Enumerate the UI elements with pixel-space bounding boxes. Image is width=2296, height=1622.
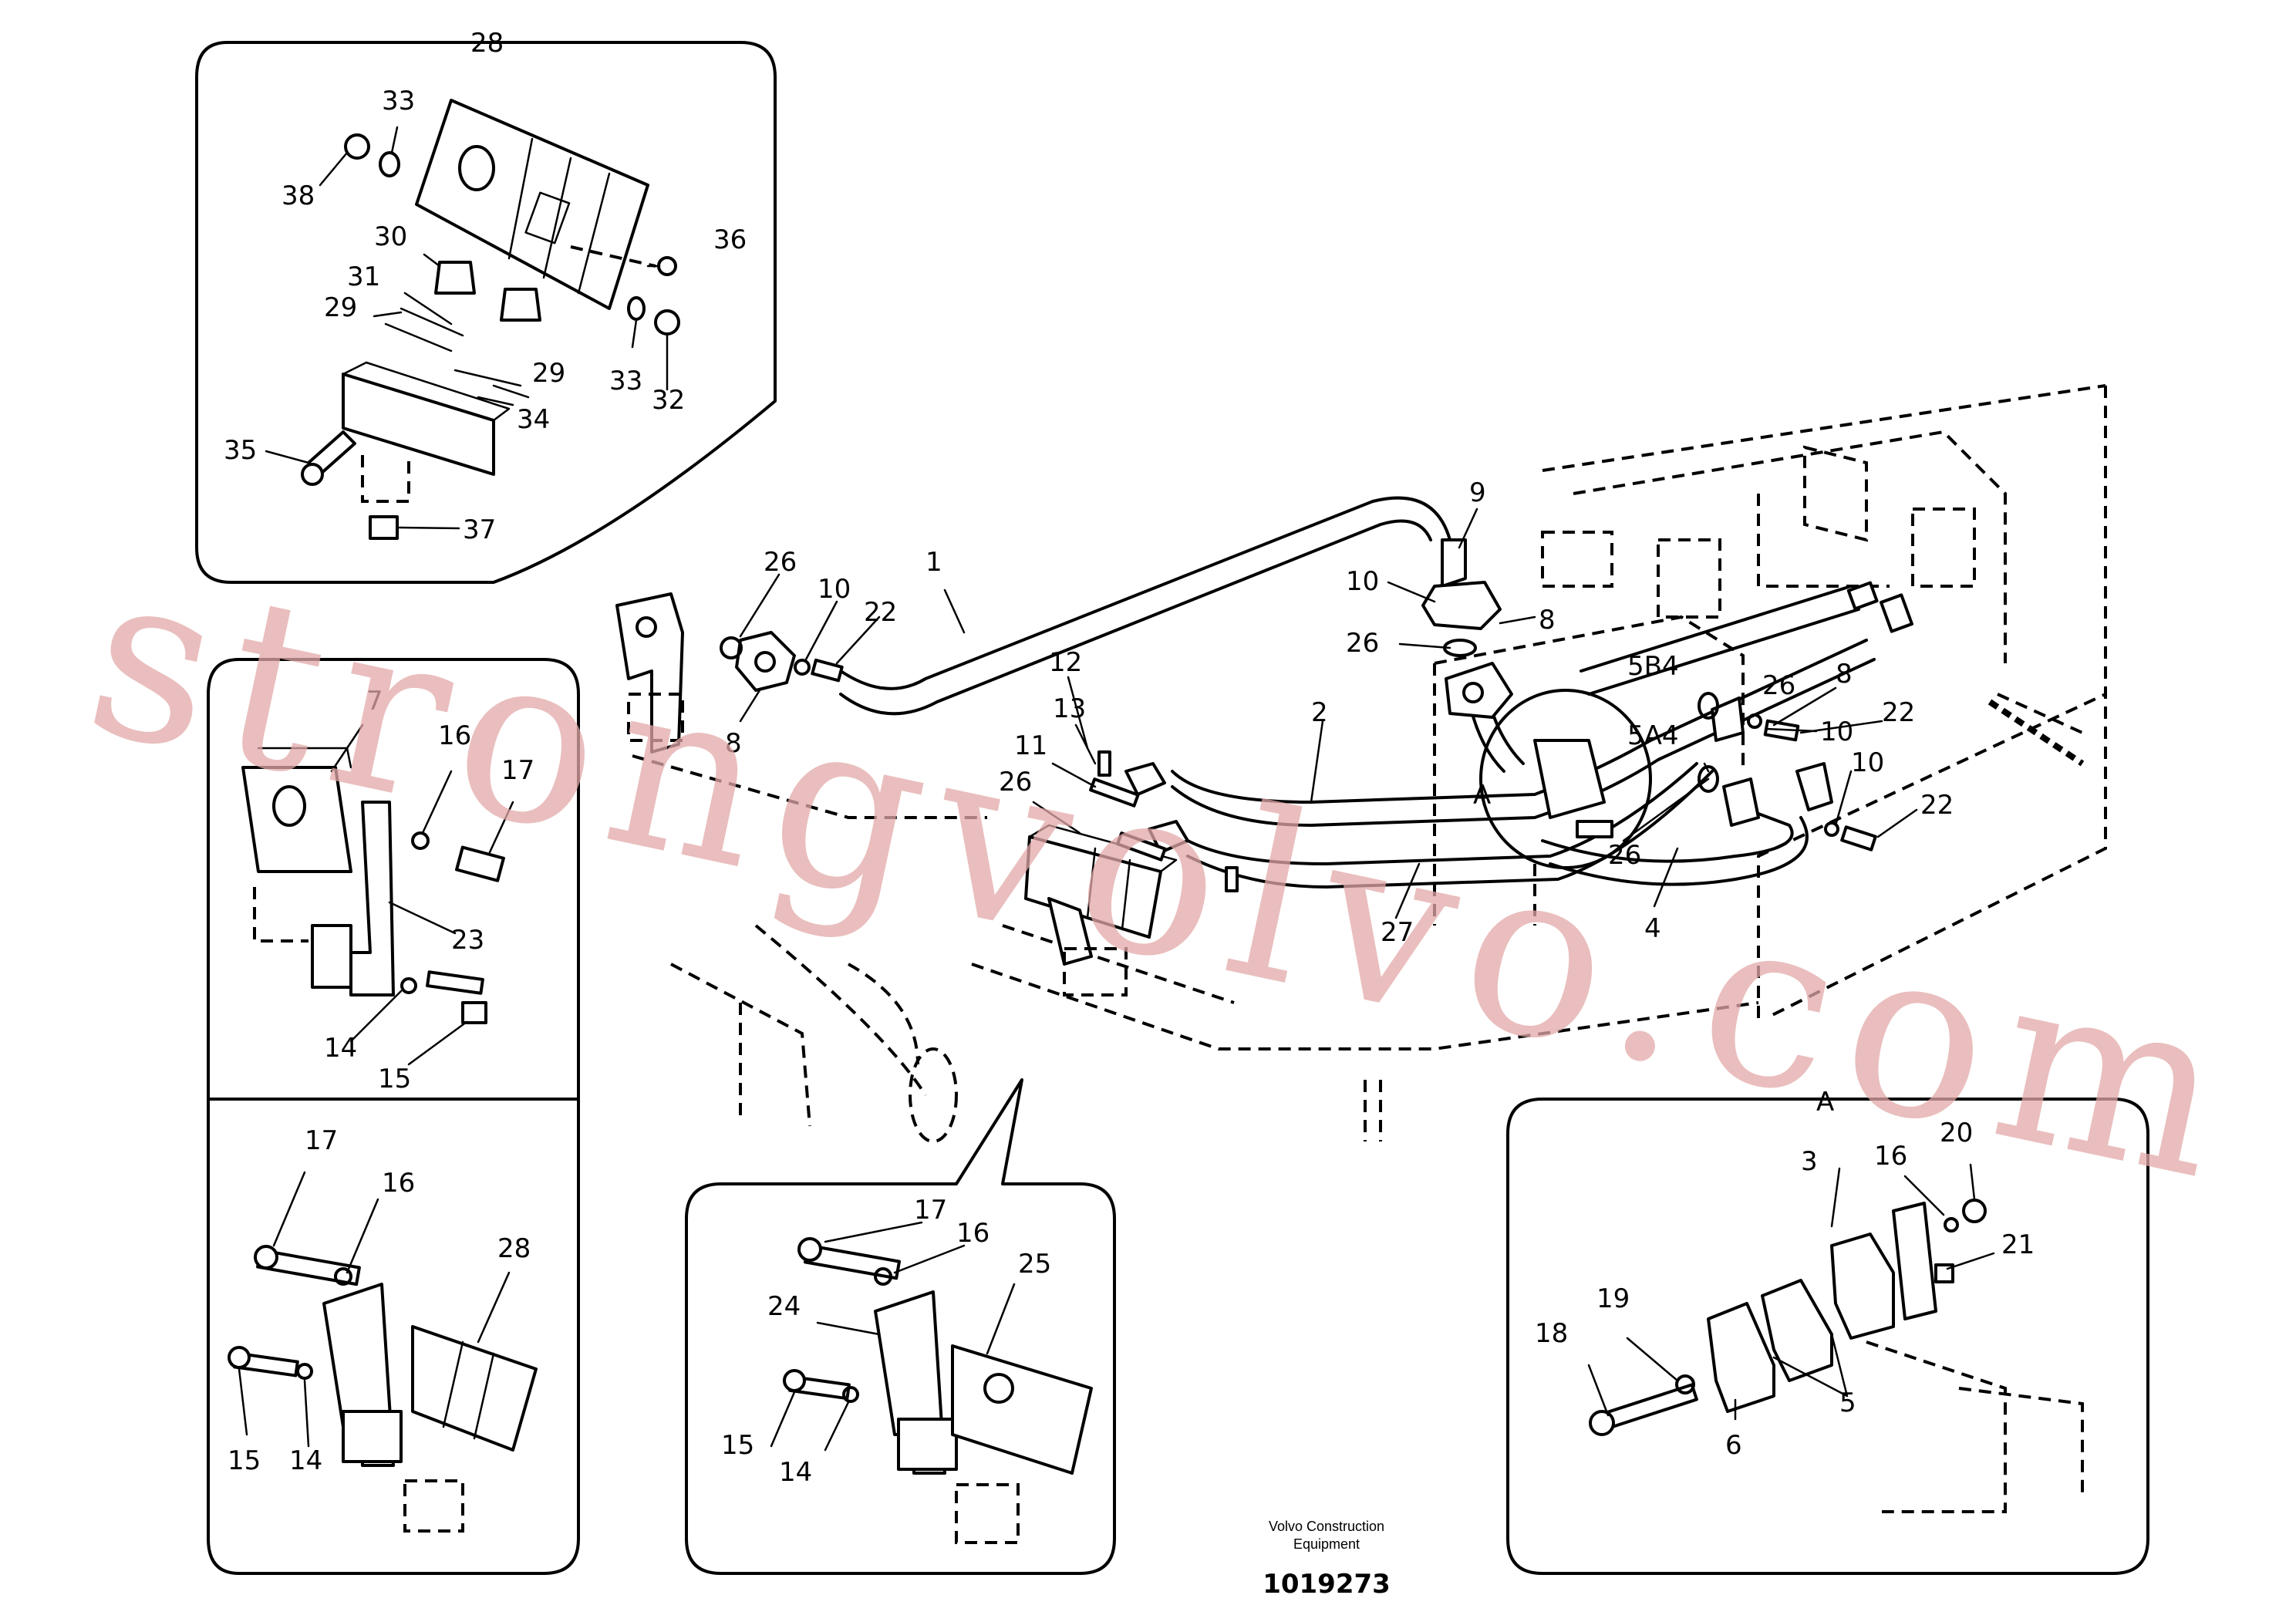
label-33b: 33 xyxy=(609,366,642,396)
label-22a: 22 xyxy=(864,597,897,628)
footer-line-2: Equipment xyxy=(1293,1536,1360,1552)
label-6: 6 xyxy=(1725,1430,1742,1461)
label-10d: 10 xyxy=(1851,747,1884,778)
label-9: 9 xyxy=(1469,477,1486,508)
label-19: 19 xyxy=(1596,1283,1630,1314)
label-23: 23 xyxy=(451,925,484,956)
label-26a: 26 xyxy=(764,547,797,578)
label-38: 38 xyxy=(282,180,315,211)
label-28b: 28 xyxy=(497,1233,531,1264)
label-7: 7 xyxy=(366,686,383,717)
label-13: 13 xyxy=(1053,693,1086,724)
label-3: 3 xyxy=(1801,1146,1818,1177)
label-detail-a-main: A xyxy=(1473,780,1491,811)
label-10c: 10 xyxy=(1820,717,1853,747)
label-8a: 8 xyxy=(725,728,742,759)
label-22c: 22 xyxy=(1920,790,1954,821)
label-8b: 8 xyxy=(1539,605,1556,636)
label-32: 32 xyxy=(652,385,685,416)
label-24: 24 xyxy=(767,1291,801,1322)
label-36: 36 xyxy=(713,224,747,255)
label-34: 34 xyxy=(517,404,550,435)
label-16c: 16 xyxy=(956,1218,990,1249)
label-26b: 26 xyxy=(1346,628,1379,659)
label-detail-a-inset: A xyxy=(1816,1087,1834,1118)
label-10a: 10 xyxy=(818,574,851,605)
label-37: 37 xyxy=(463,514,496,545)
label-16b: 16 xyxy=(382,1168,415,1199)
footer-caption: Volvo Construction Equipment 1019273 xyxy=(1263,1519,1391,1600)
label-port-5b4: 5B4 xyxy=(1627,651,1679,682)
label-27: 27 xyxy=(1381,917,1414,948)
label-28a: 28 xyxy=(470,28,504,59)
inset-bracket-lower xyxy=(207,1098,580,1575)
label-25: 25 xyxy=(1018,1249,1051,1280)
inset-bracket-upper xyxy=(207,658,580,1101)
drawing-number: 1019273 xyxy=(1263,1569,1391,1600)
label-30: 30 xyxy=(374,221,407,252)
label-17a: 17 xyxy=(501,755,534,786)
inset-detail-a xyxy=(1506,1098,2149,1575)
label-2: 2 xyxy=(1311,697,1328,728)
label-29b: 29 xyxy=(532,358,565,389)
label-11: 11 xyxy=(1014,730,1047,761)
label-31: 31 xyxy=(347,261,380,292)
label-17b: 17 xyxy=(305,1125,338,1156)
label-16d: 16 xyxy=(1874,1141,1907,1172)
label-5: 5 xyxy=(1839,1388,1856,1418)
label-26c: 26 xyxy=(999,767,1032,798)
label-26d: 26 xyxy=(1762,670,1795,701)
label-20: 20 xyxy=(1940,1118,1973,1148)
inset-28 xyxy=(195,41,777,584)
label-4: 4 xyxy=(1644,913,1661,944)
label-14b: 14 xyxy=(289,1445,322,1476)
label-8c: 8 xyxy=(1836,659,1853,690)
label-15b: 15 xyxy=(228,1445,261,1476)
label-33a: 33 xyxy=(382,86,415,116)
watermark-text: strongvolvo.com xyxy=(69,517,2262,1234)
label-10b: 10 xyxy=(1346,566,1379,597)
label-15c: 15 xyxy=(721,1430,754,1461)
label-16a: 16 xyxy=(438,720,471,751)
label-17c: 17 xyxy=(914,1195,947,1226)
leader-lines xyxy=(238,126,1995,1452)
label-14a: 14 xyxy=(324,1033,357,1064)
label-12: 12 xyxy=(1049,647,1082,678)
footer-line-1: Volvo Construction xyxy=(1269,1519,1384,1534)
main-assembly xyxy=(615,384,2107,1143)
label-14c: 14 xyxy=(779,1457,812,1488)
label-port-5a4: 5A4 xyxy=(1627,720,1679,751)
part-labels: 1 2 3 4 5 6 7 8 8 8 9 10 10 10 10 11 12 … xyxy=(224,28,2035,1488)
label-29a: 29 xyxy=(324,292,357,323)
label-15a: 15 xyxy=(378,1064,411,1094)
inset-bracket-center xyxy=(685,1078,1116,1575)
label-1: 1 xyxy=(925,547,942,578)
label-35: 35 xyxy=(224,435,257,466)
label-22b: 22 xyxy=(1882,697,1915,728)
label-18: 18 xyxy=(1535,1318,1568,1349)
label-21: 21 xyxy=(2001,1229,2035,1260)
label-26e: 26 xyxy=(1608,840,1641,871)
